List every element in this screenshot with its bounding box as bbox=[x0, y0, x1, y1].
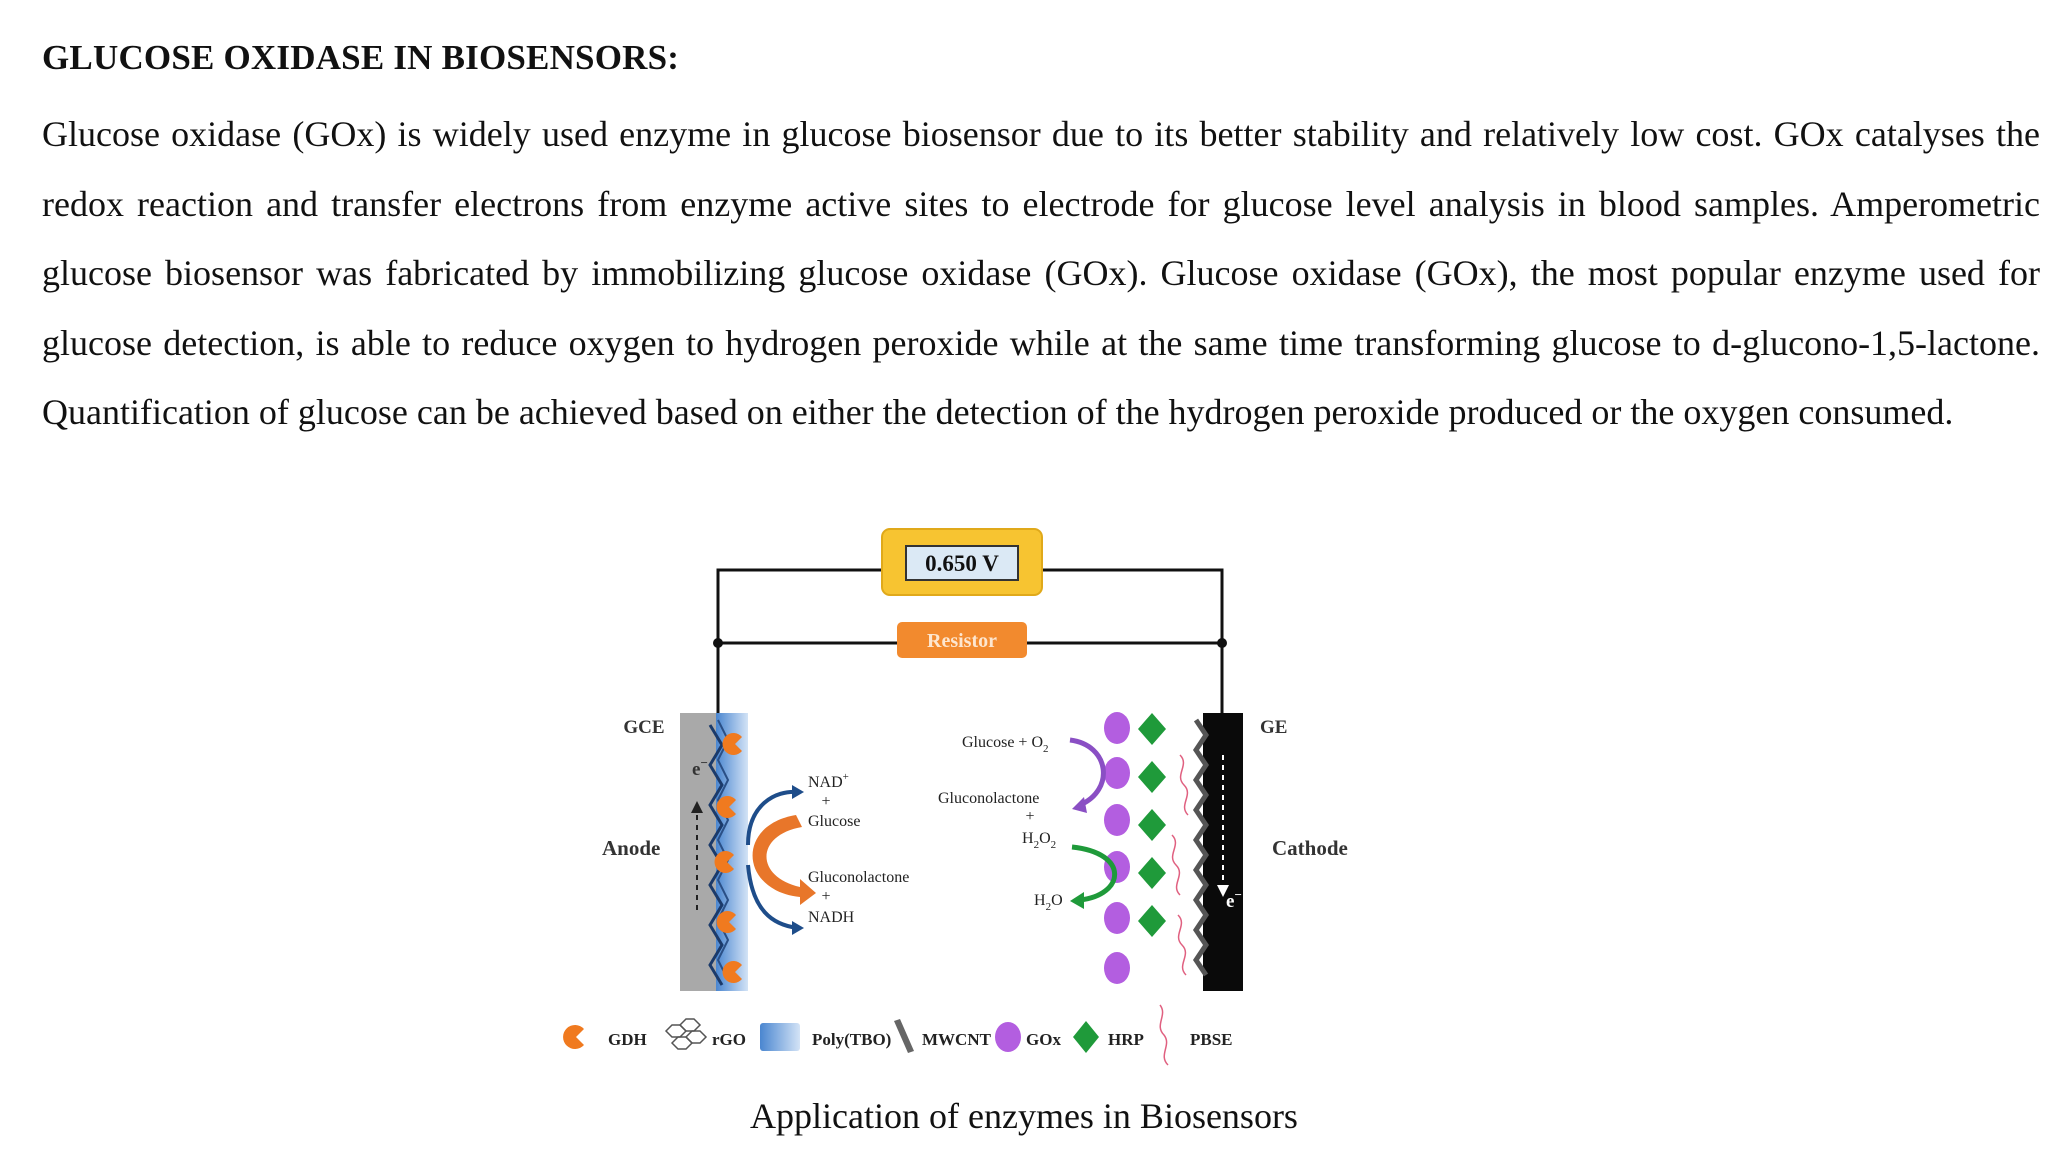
biosensor-figure: 0.650 V Resistor bbox=[560, 515, 1410, 1155]
legend-pbse: PBSE bbox=[1190, 1030, 1233, 1049]
pbse-legend-icon bbox=[1159, 1004, 1169, 1066]
anode-label: Anode bbox=[602, 836, 660, 860]
resistor-label: Resistor bbox=[927, 630, 997, 652]
voltmeter-reading: 0.650 V bbox=[925, 551, 999, 576]
plus-sign: + bbox=[821, 793, 830, 810]
body-paragraph: Glucose oxidase (GOx) is widely used enz… bbox=[42, 114, 2040, 432]
h2o2-label: H bbox=[1022, 830, 1034, 847]
legend: GDH rGO Poly(TBO) MWCNT GOx HRP PBSE bbox=[563, 1004, 1233, 1066]
glucose-o2-label: Glucose + O bbox=[962, 734, 1043, 751]
gox-legend-icon bbox=[995, 1022, 1021, 1052]
legend-hrp: HRP bbox=[1108, 1030, 1144, 1049]
circuit-wires bbox=[716, 568, 1224, 715]
nadh-label: NADH bbox=[808, 909, 855, 926]
legend-gox: GOx bbox=[1026, 1030, 1061, 1049]
plus-sign: + bbox=[1025, 808, 1034, 825]
voltmeter: 0.650 V bbox=[881, 528, 1043, 596]
legend-gdh: GDH bbox=[608, 1030, 647, 1049]
svg-text:Glucose + O2: Glucose + O2 bbox=[962, 734, 1049, 755]
junction-dot bbox=[713, 638, 723, 648]
nad-label: NAD bbox=[808, 774, 843, 791]
svg-text:H2O2: H2O2 bbox=[1022, 830, 1056, 851]
poly-tbo-legend-icon bbox=[760, 1023, 800, 1051]
gdh-legend-icon bbox=[563, 1025, 584, 1049]
nadh-arrow bbox=[746, 864, 799, 930]
electron-left: e bbox=[692, 759, 700, 780]
glucose-left-label: Glucose bbox=[808, 813, 860, 830]
nad-arrow bbox=[746, 789, 799, 846]
anode-electrode bbox=[680, 713, 748, 991]
gluconolactone-right-label: Gluconolactone bbox=[938, 790, 1039, 807]
svg-text:e−: e− bbox=[692, 755, 708, 780]
ge-label: GE bbox=[1260, 717, 1287, 738]
hrp-arrow bbox=[1071, 844, 1117, 903]
electron-right: e bbox=[1226, 891, 1234, 912]
glucose-arrow bbox=[752, 815, 816, 905]
gdh-enzymes bbox=[714, 733, 742, 983]
legend-mwcnt: MWCNT bbox=[922, 1030, 992, 1049]
resistor: Resistor bbox=[897, 622, 1027, 658]
hrp-enzymes bbox=[1138, 713, 1166, 937]
biosensor-diagram: 0.650 V Resistor bbox=[563, 528, 1348, 1066]
section-heading: GLUCOSE OXIDASE IN BIOSENSORS: bbox=[42, 38, 680, 77]
plus-sign: + bbox=[821, 888, 830, 905]
mwcnt-legend-icon bbox=[894, 1019, 914, 1053]
hrp-legend-icon bbox=[1073, 1021, 1099, 1053]
legend-rgo: rGO bbox=[712, 1030, 746, 1049]
cathode-electrode bbox=[1171, 713, 1243, 991]
svg-text:e−: e− bbox=[1226, 887, 1242, 912]
cathode-label: Cathode bbox=[1272, 836, 1348, 860]
svg-text:H2O: H2O bbox=[1034, 892, 1063, 913]
gox-arrow bbox=[1069, 737, 1106, 808]
gox-enzymes bbox=[1104, 712, 1130, 984]
junction-dot bbox=[1217, 638, 1227, 648]
gluconolactone-left-label: Gluconolactone bbox=[808, 869, 909, 886]
h2o-label: H bbox=[1034, 892, 1046, 909]
svg-text:NAD+: NAD+ bbox=[808, 771, 849, 791]
gce-label: GCE bbox=[623, 717, 664, 738]
legend-poly-tbo: Poly(TBO) bbox=[812, 1030, 891, 1049]
figure-caption: Application of enzymes in Biosensors bbox=[750, 1096, 1298, 1136]
rgo-legend-icon bbox=[664, 1018, 708, 1050]
